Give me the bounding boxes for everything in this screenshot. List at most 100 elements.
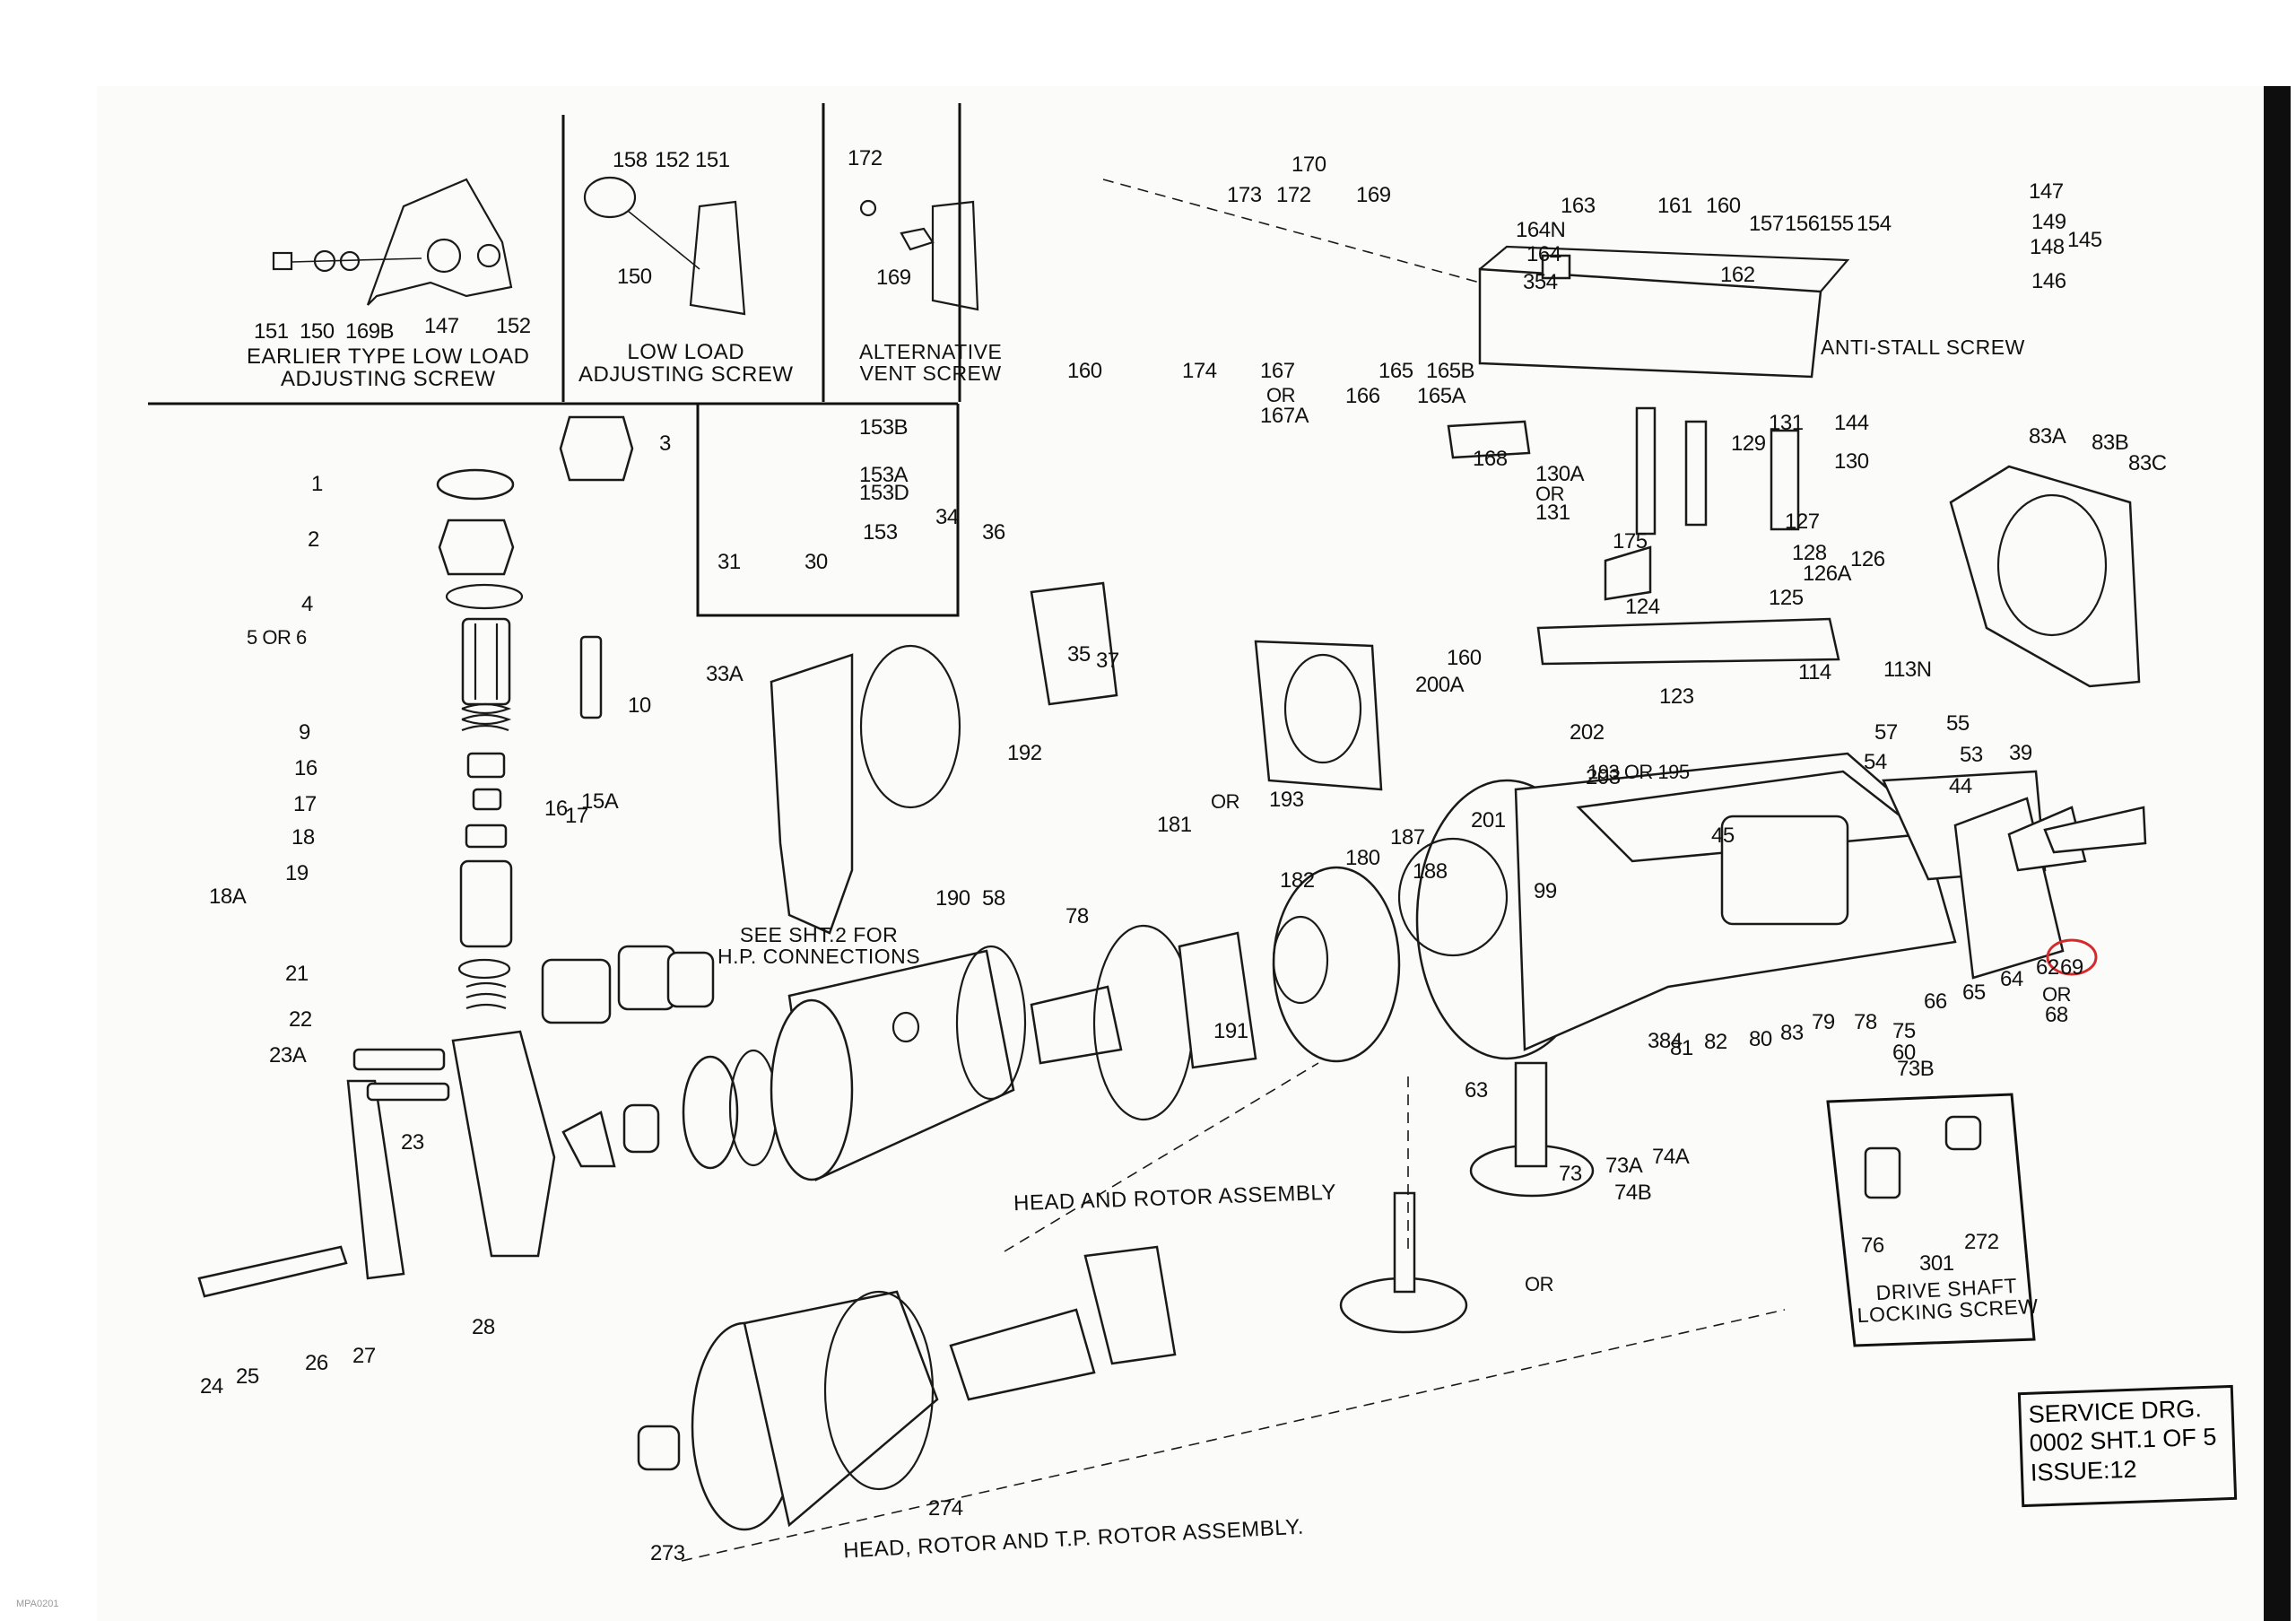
part-label-129: 129 bbox=[1731, 431, 1766, 456]
part-label-62: 62 bbox=[2036, 955, 2059, 980]
part-label-or: OR bbox=[1535, 483, 1565, 505]
part-label-65: 65 bbox=[1962, 980, 1986, 1005]
part-label-39: 39 bbox=[2009, 741, 2032, 765]
part-label-22: 22 bbox=[289, 1007, 312, 1032]
part-label-169: 169 bbox=[1356, 183, 1391, 207]
part-label-10: 10 bbox=[628, 693, 651, 718]
caption-anti-stall: ANTI-STALL SCREW bbox=[1821, 336, 2025, 359]
part-label-83c: 83C bbox=[2128, 451, 2167, 475]
part-label-154: 154 bbox=[1857, 212, 1892, 236]
part-label-274: 274 bbox=[928, 1496, 963, 1521]
part-label-17: 17 bbox=[293, 792, 317, 816]
part-label-26: 26 bbox=[305, 1351, 328, 1375]
part-label-74a: 74A bbox=[1652, 1145, 1690, 1169]
part-label-203: 203 bbox=[1586, 765, 1621, 789]
part-label-16: 16 bbox=[294, 756, 317, 780]
part-label-30: 30 bbox=[804, 550, 828, 574]
part-label-31: 31 bbox=[718, 550, 741, 574]
part-label-164: 164 bbox=[1526, 242, 1561, 266]
part-label-188: 188 bbox=[1413, 859, 1448, 884]
part-label-79: 79 bbox=[1812, 1010, 1835, 1034]
part-label-181: 181 bbox=[1157, 813, 1192, 837]
part-label-36: 36 bbox=[982, 520, 1005, 545]
part-label-123: 123 bbox=[1659, 684, 1694, 709]
part-label-168: 168 bbox=[1473, 447, 1508, 471]
part-label-156: 156 bbox=[1785, 212, 1820, 236]
part-label-200a: 200A bbox=[1415, 673, 1465, 697]
component-sketches bbox=[197, 176, 2147, 1531]
part-label-82: 82 bbox=[1704, 1030, 1727, 1054]
part-label-74b: 74B bbox=[1614, 1181, 1652, 1205]
caption-drive-shaft: DRIVE SHAFT LOCKING SCREW bbox=[1857, 1273, 2039, 1328]
part-label-131: 131 bbox=[1769, 411, 1804, 435]
caption-see-sht2: SEE SHT.2 FOR H.P. CONNECTIONS bbox=[718, 923, 921, 969]
part-label-128: 128 bbox=[1792, 541, 1827, 565]
part-label-80: 80 bbox=[1749, 1027, 1772, 1051]
part-label-113n: 113N bbox=[1883, 658, 1932, 682]
part-label-55: 55 bbox=[1946, 711, 1970, 736]
part-label-158: 158 bbox=[613, 148, 648, 172]
part-label-25: 25 bbox=[236, 1364, 259, 1389]
part-label-28: 28 bbox=[472, 1315, 495, 1339]
part-label-18a: 18A bbox=[209, 885, 247, 909]
part-label-160: 160 bbox=[1447, 646, 1482, 670]
part-label-23a: 23A bbox=[269, 1043, 307, 1068]
part-label-78: 78 bbox=[1854, 1010, 1877, 1034]
part-label-126: 126 bbox=[1850, 547, 1885, 571]
part-label-131: 131 bbox=[1535, 501, 1570, 525]
part-label-24: 24 bbox=[200, 1374, 223, 1399]
part-label-155: 155 bbox=[1819, 212, 1854, 236]
part-label-153b: 153B bbox=[859, 415, 909, 440]
part-label-53: 53 bbox=[1960, 743, 1983, 767]
part-label-54: 54 bbox=[1864, 750, 1887, 774]
part-label-23: 23 bbox=[401, 1130, 424, 1155]
part-label-165b: 165B bbox=[1426, 359, 1475, 383]
part-label-147: 147 bbox=[424, 314, 459, 338]
part-label-130: 130 bbox=[1834, 449, 1869, 474]
part-label-5-or-6: 5 OR 6 bbox=[247, 626, 307, 649]
part-label-180: 180 bbox=[1345, 846, 1380, 870]
caption-alt-vent: ALTERNATIVE VENT SCREW bbox=[859, 340, 1003, 386]
part-label-165: 165 bbox=[1378, 359, 1413, 383]
part-label-99: 99 bbox=[1534, 879, 1557, 903]
caption-earlier-type: EARLIER TYPE LOW LOAD ADJUSTING SCREW bbox=[247, 344, 530, 392]
part-label-or: OR bbox=[1266, 384, 1296, 406]
part-label-58: 58 bbox=[982, 886, 1005, 911]
part-label-160: 160 bbox=[1067, 359, 1102, 383]
part-label-81: 81 bbox=[1670, 1036, 1693, 1060]
part-label-64: 64 bbox=[2000, 967, 2023, 991]
part-label-73: 73 bbox=[1559, 1162, 1582, 1186]
part-label-169b: 169B bbox=[345, 319, 395, 344]
part-label-149: 149 bbox=[2031, 210, 2066, 234]
part-label-27: 27 bbox=[352, 1344, 376, 1368]
part-label-273: 273 bbox=[650, 1541, 685, 1565]
inset-frames bbox=[148, 103, 2036, 1347]
part-label-301: 301 bbox=[1919, 1251, 1954, 1276]
part-label-145: 145 bbox=[2067, 228, 2102, 252]
part-label-384: 384 bbox=[1648, 1029, 1683, 1053]
part-label-34: 34 bbox=[935, 505, 959, 529]
part-label-153a: 153A bbox=[859, 463, 909, 487]
part-label-83a: 83A bbox=[2029, 424, 2066, 449]
part-label-37: 37 bbox=[1096, 649, 1119, 673]
part-label-193: 193 bbox=[1269, 788, 1304, 812]
part-label-161: 161 bbox=[1657, 194, 1692, 218]
part-label-18: 18 bbox=[291, 825, 315, 850]
part-label-66: 66 bbox=[1924, 989, 1947, 1014]
part-label-15a: 15A bbox=[581, 789, 619, 814]
part-label-272: 272 bbox=[1964, 1230, 1999, 1254]
part-label-152: 152 bbox=[496, 314, 531, 338]
part-label-354: 354 bbox=[1523, 270, 1558, 294]
page-code: MPA0201 bbox=[16, 1599, 59, 1609]
part-label-144: 144 bbox=[1834, 411, 1869, 435]
part-label-33a: 33A bbox=[706, 662, 744, 686]
service-drawing-box: SERVICE DRG. 0002 SHT.1 OF 5 ISSUE:12 bbox=[2017, 1384, 2238, 1508]
part-label-170: 170 bbox=[1292, 153, 1326, 177]
part-label-201: 201 bbox=[1471, 808, 1506, 832]
part-label-130a: 130A bbox=[1535, 462, 1585, 486]
part-label-173: 173 bbox=[1227, 183, 1262, 207]
part-label-153: 153 bbox=[863, 520, 898, 545]
part-label-187: 187 bbox=[1390, 825, 1425, 850]
part-label-147: 147 bbox=[2029, 179, 2064, 204]
part-label-174: 174 bbox=[1182, 359, 1217, 383]
